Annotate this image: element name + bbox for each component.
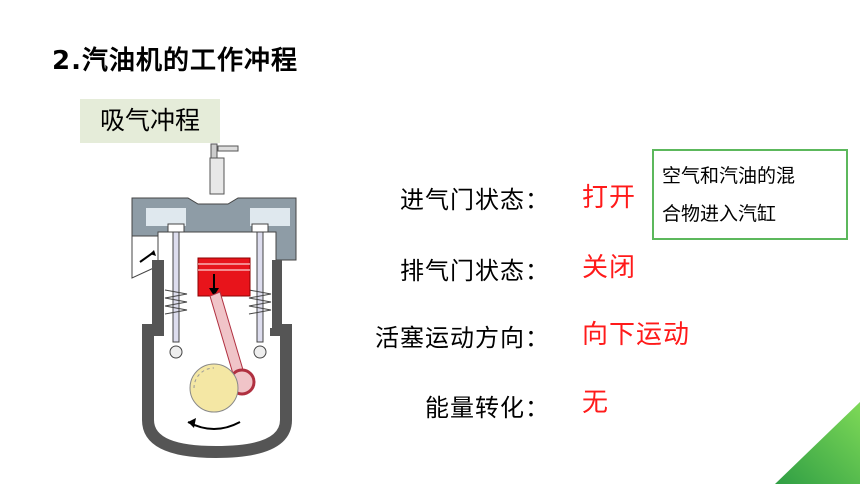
piston-direction-label: 活塞运动方向： [375, 324, 550, 352]
intake-valve-label: 进气门状态： [400, 186, 550, 214]
slide-title: 2.汽油机的工作冲程 [52, 46, 298, 76]
note-line-2: 合物进入汽缸 [662, 203, 777, 225]
exhaust-valve-label: 排气门状态： [400, 257, 550, 285]
energy-conversion-label: 能量转化： [425, 394, 550, 422]
exhaust-valve-value: 关闭 [582, 253, 637, 283]
note-box: 空气和汽油的混 合物进入汽缸 [652, 149, 848, 240]
intake-valve-value: 打开 [582, 183, 637, 213]
note-line-1: 空气和汽油的混 [662, 165, 796, 187]
energy-conversion-value: 无 [582, 388, 610, 418]
engine-diagram [131, 143, 297, 458]
corner-triangle-decoration [775, 402, 860, 484]
stroke-name-label: 吸气冲程 [80, 99, 220, 143]
piston-direction-value: 向下运动 [582, 320, 691, 350]
